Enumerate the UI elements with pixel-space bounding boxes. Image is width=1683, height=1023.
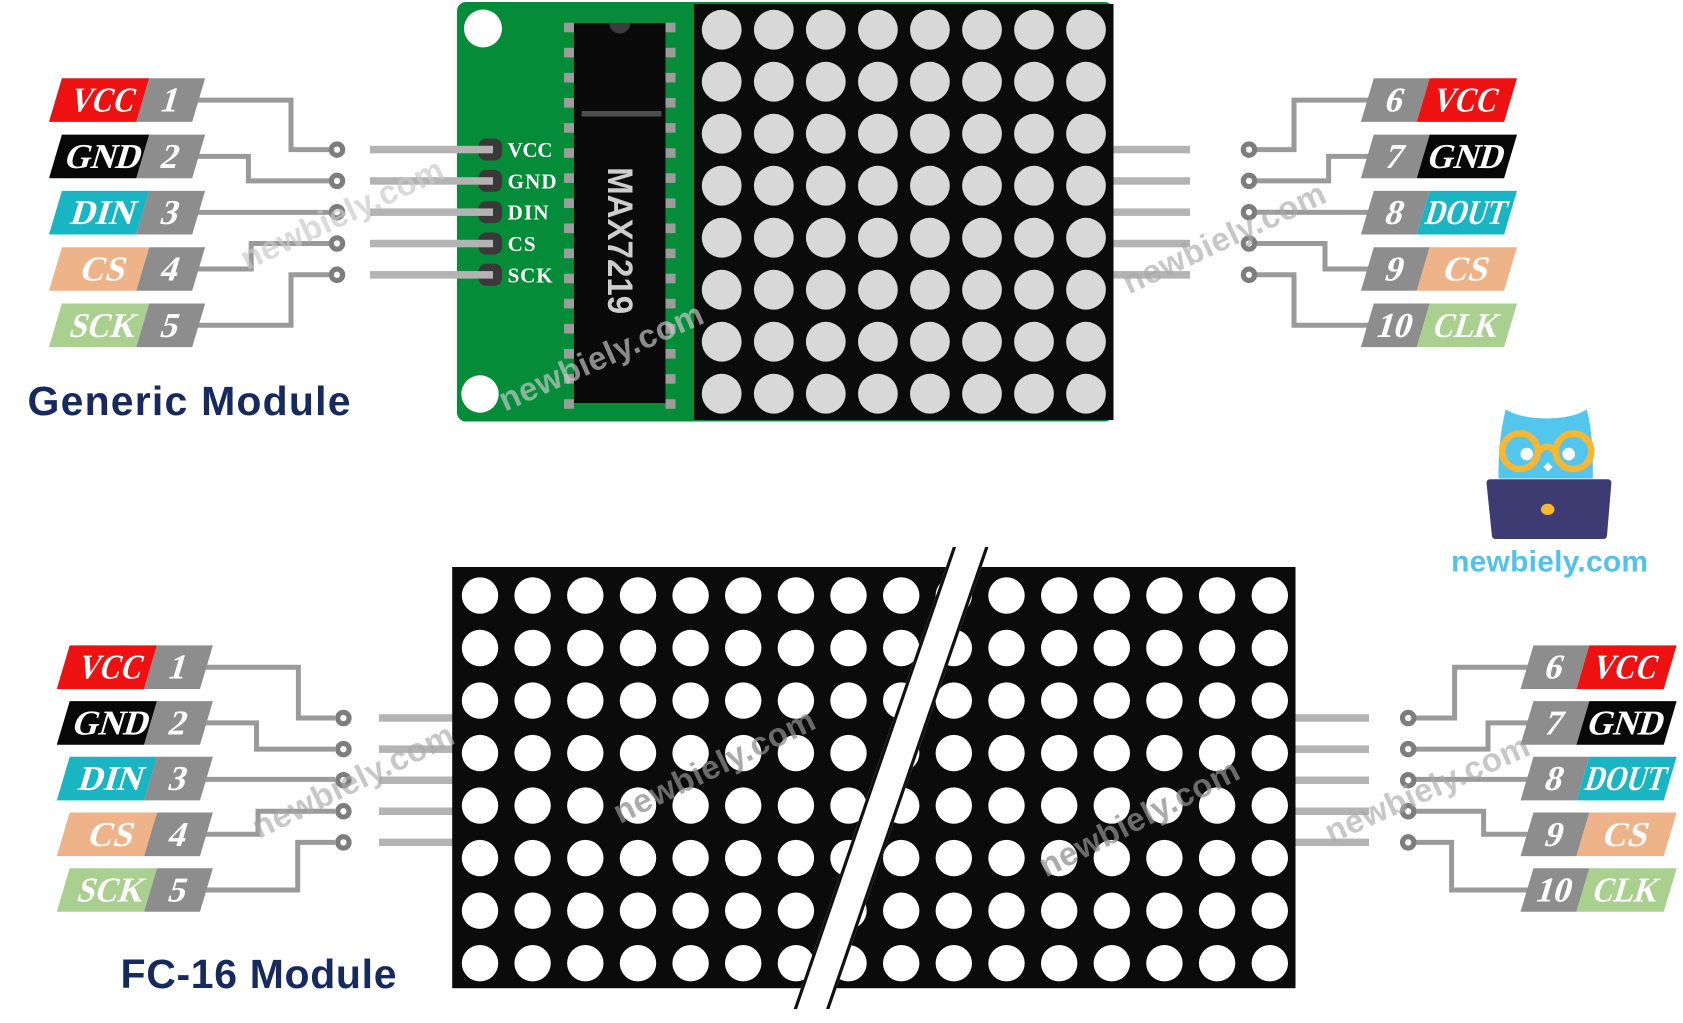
svg-text:VCC: VCC: [74, 647, 150, 686]
svg-text:GND: GND: [508, 169, 557, 193]
svg-text:FC-16 Module: FC-16 Module: [121, 951, 397, 997]
svg-text:DOUT: DOUT: [1421, 193, 1513, 232]
svg-text:VCC: VCC: [66, 80, 142, 119]
svg-text:GND: GND: [60, 137, 148, 176]
svg-text:SCK: SCK: [73, 870, 151, 909]
svg-text:GND: GND: [1583, 703, 1671, 742]
svg-text:VCC: VCC: [508, 138, 553, 162]
svg-text:GND: GND: [68, 703, 156, 742]
svg-text:VCC: VCC: [1429, 80, 1505, 119]
svg-text:CS: CS: [508, 232, 536, 256]
svg-text:DIN: DIN: [508, 201, 549, 225]
svg-text:DIN: DIN: [66, 193, 142, 232]
svg-text:CLK: CLK: [1588, 870, 1665, 909]
svg-text:MAX7219: MAX7219: [600, 167, 639, 314]
svg-text:GND: GND: [1423, 137, 1511, 176]
svg-text:newbiely.com: newbiely.com: [1451, 546, 1648, 579]
svg-text:SCK: SCK: [508, 263, 554, 287]
svg-text:CLK: CLK: [1429, 305, 1506, 344]
svg-text:SCK: SCK: [65, 305, 143, 344]
svg-text:Generic Module: Generic Module: [28, 378, 351, 424]
svg-text:DIN: DIN: [74, 759, 150, 798]
svg-text:VCC: VCC: [1589, 647, 1665, 686]
svg-text:DOUT: DOUT: [1581, 759, 1673, 798]
